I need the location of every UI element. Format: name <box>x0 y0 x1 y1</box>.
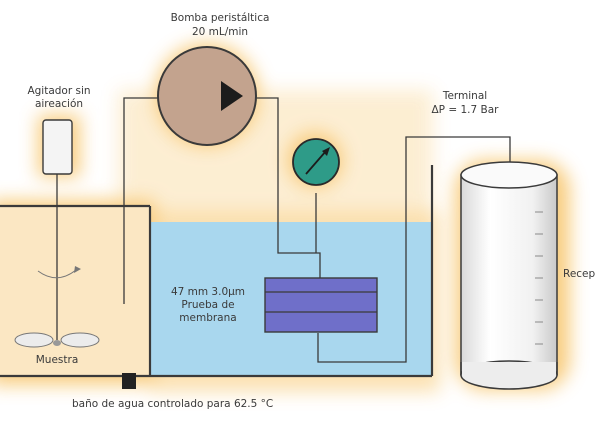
receiver-label: Recep <box>563 268 596 280</box>
pump-rate-label: 20 mL/min <box>191 26 249 38</box>
graduated-cylinder-icon <box>460 161 558 390</box>
tubing <box>123 97 511 363</box>
pump-icon <box>157 46 257 146</box>
membrane-size-label: 47 mm 3.0µm <box>170 286 246 298</box>
water-bath-label: baño de agua controlado para 62.5 °C <box>72 398 274 410</box>
sample-tank <box>0 206 150 376</box>
terminal-label: Terminal <box>442 90 488 102</box>
container-walls <box>0 165 434 378</box>
support-block <box>122 373 136 389</box>
stirrer-motor-icon <box>14 119 100 348</box>
stirrer-label-line2: aireación <box>34 98 84 110</box>
membrane-label: membrana <box>179 312 237 324</box>
rotation-arrow-icon <box>37 266 81 279</box>
membrane-module <box>264 277 378 333</box>
stirrer-label-line1: Agitador sin <box>27 85 91 97</box>
pressure-drop-label: ΔP = 1.7 Bar <box>431 104 499 116</box>
pressure-gauge-icon <box>292 138 340 186</box>
sample-label: Muestra <box>35 354 79 366</box>
membrane-test-label: Prueba de <box>181 299 235 311</box>
pump-name-label: Bomba peristáltica <box>170 12 270 24</box>
